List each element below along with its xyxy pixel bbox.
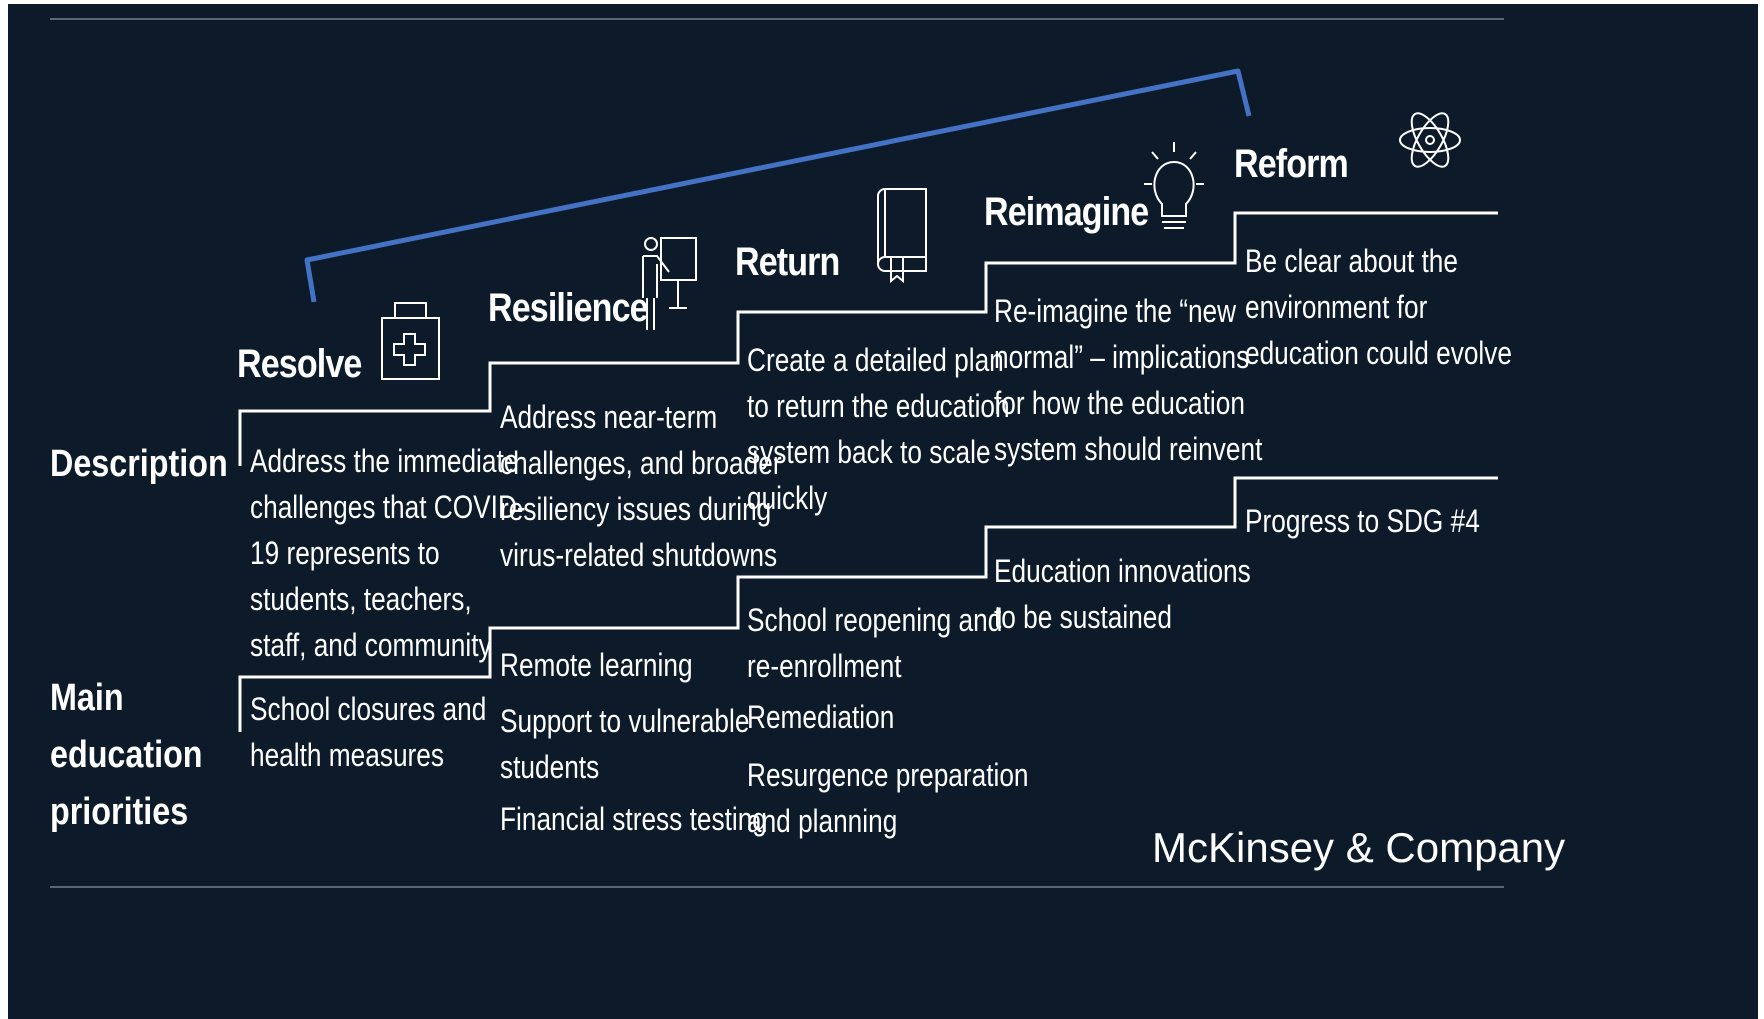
priority-item: Financial stress testing — [500, 801, 767, 837]
stage-title-reimagine: Reimagine — [984, 190, 1149, 234]
book-icon — [877, 188, 927, 284]
bottom-rule — [50, 886, 1504, 888]
top-rule — [50, 18, 1504, 20]
first-aid-kit-icon — [381, 302, 440, 380]
stage-bracket — [304, 68, 1252, 303]
stage-description-return: Create a detailed plan to return the edu… — [747, 342, 1010, 516]
stage-title-reform: Reform — [1234, 142, 1349, 186]
stage-description-reimagine: Re-imagine the “new normal” – implicatio… — [994, 293, 1263, 467]
row-label-description: Description — [50, 443, 228, 485]
brand-logo-text: McKinsey & Company — [1152, 824, 1566, 871]
priority-item: Remote learning — [500, 647, 693, 683]
priority-item: School reopening and re-enrollment — [747, 602, 1003, 684]
stage-title-resilience: Resilience — [488, 286, 649, 330]
priority-item: Education innovations to be sustained — [994, 553, 1251, 635]
stage-description-resilience: Address near-term challenges, and broade… — [500, 399, 782, 573]
diagram-canvas: Description Main education priorities Re… — [8, 4, 1758, 1019]
step-lines — [238, 211, 1498, 732]
atom-icon — [1399, 112, 1461, 168]
presenter-icon — [642, 237, 697, 330]
lightbulb-icon — [1144, 142, 1204, 229]
stage-description-resolve: Address the immediate challenges that CO… — [250, 443, 526, 663]
priority-item: School closures and health measures — [250, 691, 487, 773]
priority-item: Support to vulnerable students — [500, 703, 750, 785]
priority-item: Progress to SDG #4 — [1245, 503, 1480, 539]
stage-description-reform: Be clear about the environment for educa… — [1245, 243, 1512, 371]
priority-item: Remediation — [747, 699, 895, 735]
row-label-priorities: Main education priorities — [50, 677, 203, 833]
stage-title-resolve: Resolve — [237, 342, 362, 386]
stage-title-return: Return — [735, 240, 840, 284]
priority-item: Resurgence preparation and planning — [747, 757, 1029, 839]
